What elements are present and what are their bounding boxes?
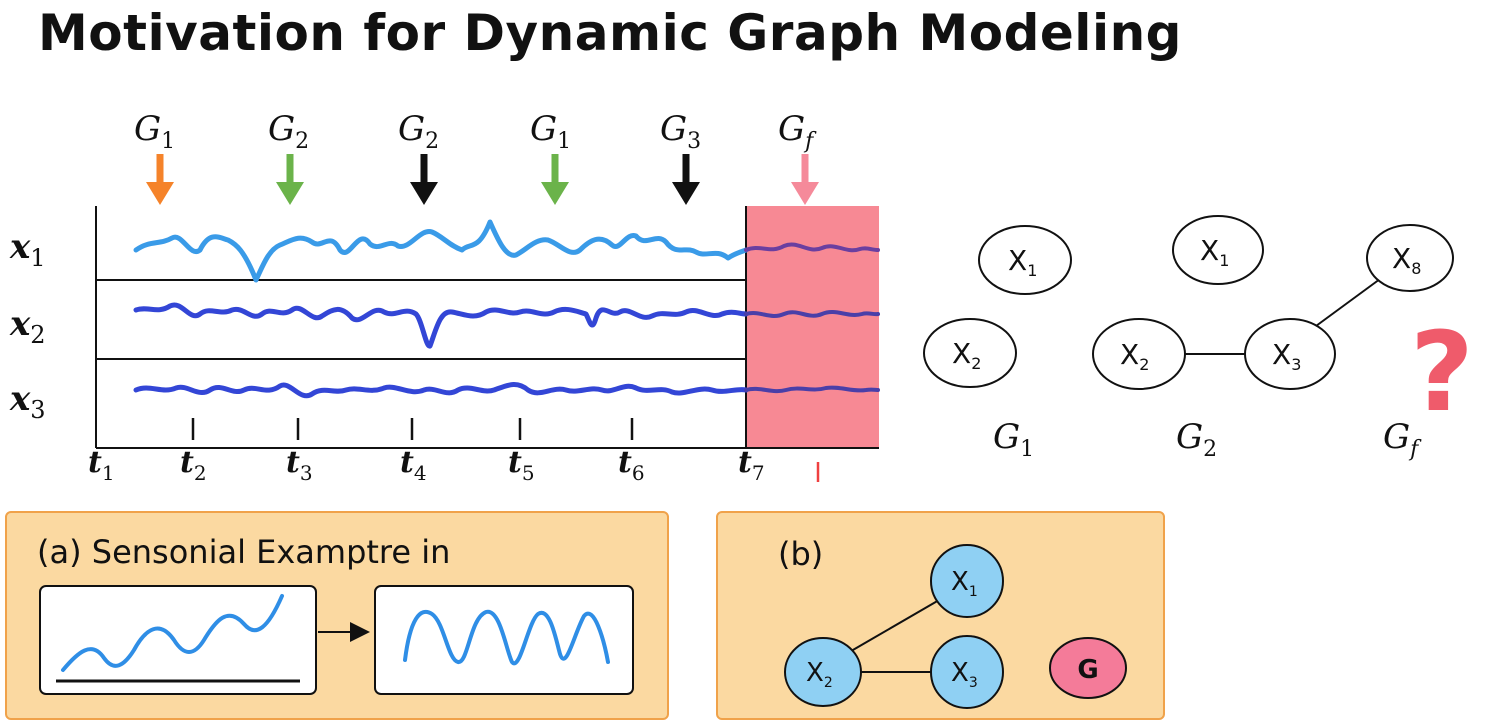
panel-b-content: X1 X2 X3 G	[784, 544, 1127, 709]
graph-label: G1	[993, 417, 1034, 462]
time-label: t1	[88, 445, 115, 485]
panel-a-label: (a) Sensonial Examptre in	[37, 533, 451, 571]
time-label: t6	[618, 445, 645, 485]
series-x1-future	[744, 242, 880, 253]
question-mark-icon: ?	[1410, 308, 1474, 436]
event-arrow	[146, 154, 174, 205]
series-x3-wave	[133, 382, 749, 399]
graph-g2: X1 X2 X3 G2	[1092, 215, 1336, 462]
series-label: x2	[9, 304, 46, 349]
periodic-wave	[403, 609, 610, 666]
graph-node	[1366, 224, 1454, 292]
event-label: G1	[134, 109, 175, 154]
g-badge	[1049, 637, 1127, 699]
node-label: X8	[1392, 242, 1421, 278]
graph-node	[1172, 215, 1264, 285]
graph-g1: X1 X2 G1	[923, 225, 1072, 462]
panel-a-box-left	[39, 585, 317, 695]
event-label: G1	[530, 109, 571, 154]
event-label: G2	[268, 109, 309, 154]
time-label: t3	[286, 445, 313, 485]
event-arrow	[791, 154, 819, 205]
node-label: X3	[1272, 338, 1301, 374]
time-label: t7	[738, 445, 765, 485]
node-label: X3	[951, 658, 978, 691]
graph-node	[930, 635, 1004, 709]
time-label: t2	[180, 445, 207, 485]
node-label: X2	[952, 337, 981, 373]
node-label: X2	[1120, 338, 1149, 374]
node-label: X1	[951, 567, 978, 600]
graph-gf: X8 ? Gf	[1315, 224, 1474, 462]
panel-b-label: (b)	[778, 535, 824, 573]
graph-node	[1244, 318, 1336, 390]
panel-a-content	[39, 585, 634, 695]
series-x3-future	[744, 385, 880, 394]
graph-edge	[1315, 278, 1381, 327]
graph-node	[978, 225, 1072, 295]
graph-node	[923, 318, 1017, 388]
graph-label: G2	[1176, 417, 1217, 462]
event-arrow	[672, 154, 700, 205]
node-label: X1	[1200, 234, 1229, 270]
graph-node	[1092, 318, 1186, 390]
event-arrow	[541, 154, 569, 205]
graph-node	[784, 637, 862, 707]
g-badge-label: G	[1077, 655, 1098, 685]
page-title: Motivation for Dynamic Graph Modeling	[38, 4, 1182, 62]
series-label: x1	[9, 227, 46, 272]
event-arrow	[276, 154, 304, 205]
time-label: t4	[400, 445, 427, 485]
graph-edge	[845, 595, 947, 655]
node-label: X2	[806, 658, 833, 691]
graph-node	[930, 544, 1004, 618]
series-x2-wave	[133, 302, 749, 349]
series-label: x3	[9, 379, 46, 424]
event-label: Gf	[778, 109, 817, 154]
node-label: X1	[1008, 244, 1037, 280]
event-arrow	[410, 154, 438, 205]
event-label: G3	[660, 109, 701, 154]
future-region	[746, 206, 879, 449]
time-label: t5	[508, 445, 535, 485]
series-x2-future	[744, 310, 880, 318]
series-x1-wave	[133, 219, 749, 283]
timeline-chart: G1 G2 G2 G1 G3 Gf x1 x2 x3 t1 t2 t3 t4 t…	[9, 109, 880, 485]
trend-wave	[61, 594, 284, 672]
event-label: G2	[398, 109, 439, 154]
